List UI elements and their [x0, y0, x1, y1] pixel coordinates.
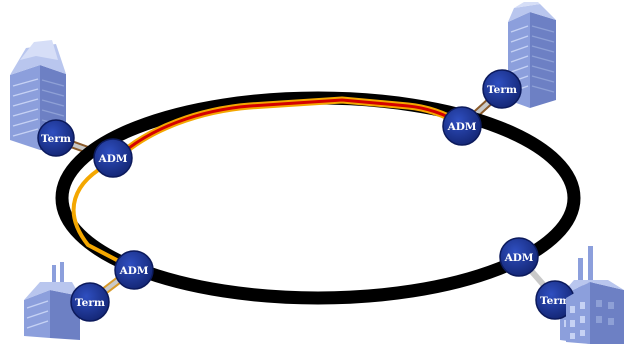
term-node-top-right[interactable]: Term	[482, 69, 522, 109]
sonet-ring	[55, 91, 581, 305]
adm-label: ADM	[447, 121, 477, 133]
term-node-bottom-left[interactable]: Term	[70, 282, 110, 322]
small-building-icon	[24, 262, 80, 340]
adm-node-top-left[interactable]: ADM	[93, 138, 133, 178]
term-label: Term	[41, 133, 71, 145]
term-label: Term	[540, 295, 570, 307]
term-node-top-left[interactable]: Term	[37, 119, 75, 157]
term-label: Term	[487, 84, 517, 96]
adm-node-top-right[interactable]: ADM	[442, 106, 482, 146]
adm-node-bottom-right[interactable]: ADM	[499, 237, 539, 277]
adm-node-bottom-left[interactable]: ADM	[114, 250, 154, 290]
term-label: Term	[75, 297, 105, 309]
adm-label: ADM	[98, 153, 128, 165]
adm-label: ADM	[119, 265, 149, 277]
factory-front-overlay	[566, 284, 590, 344]
adm-label: ADM	[504, 252, 534, 264]
